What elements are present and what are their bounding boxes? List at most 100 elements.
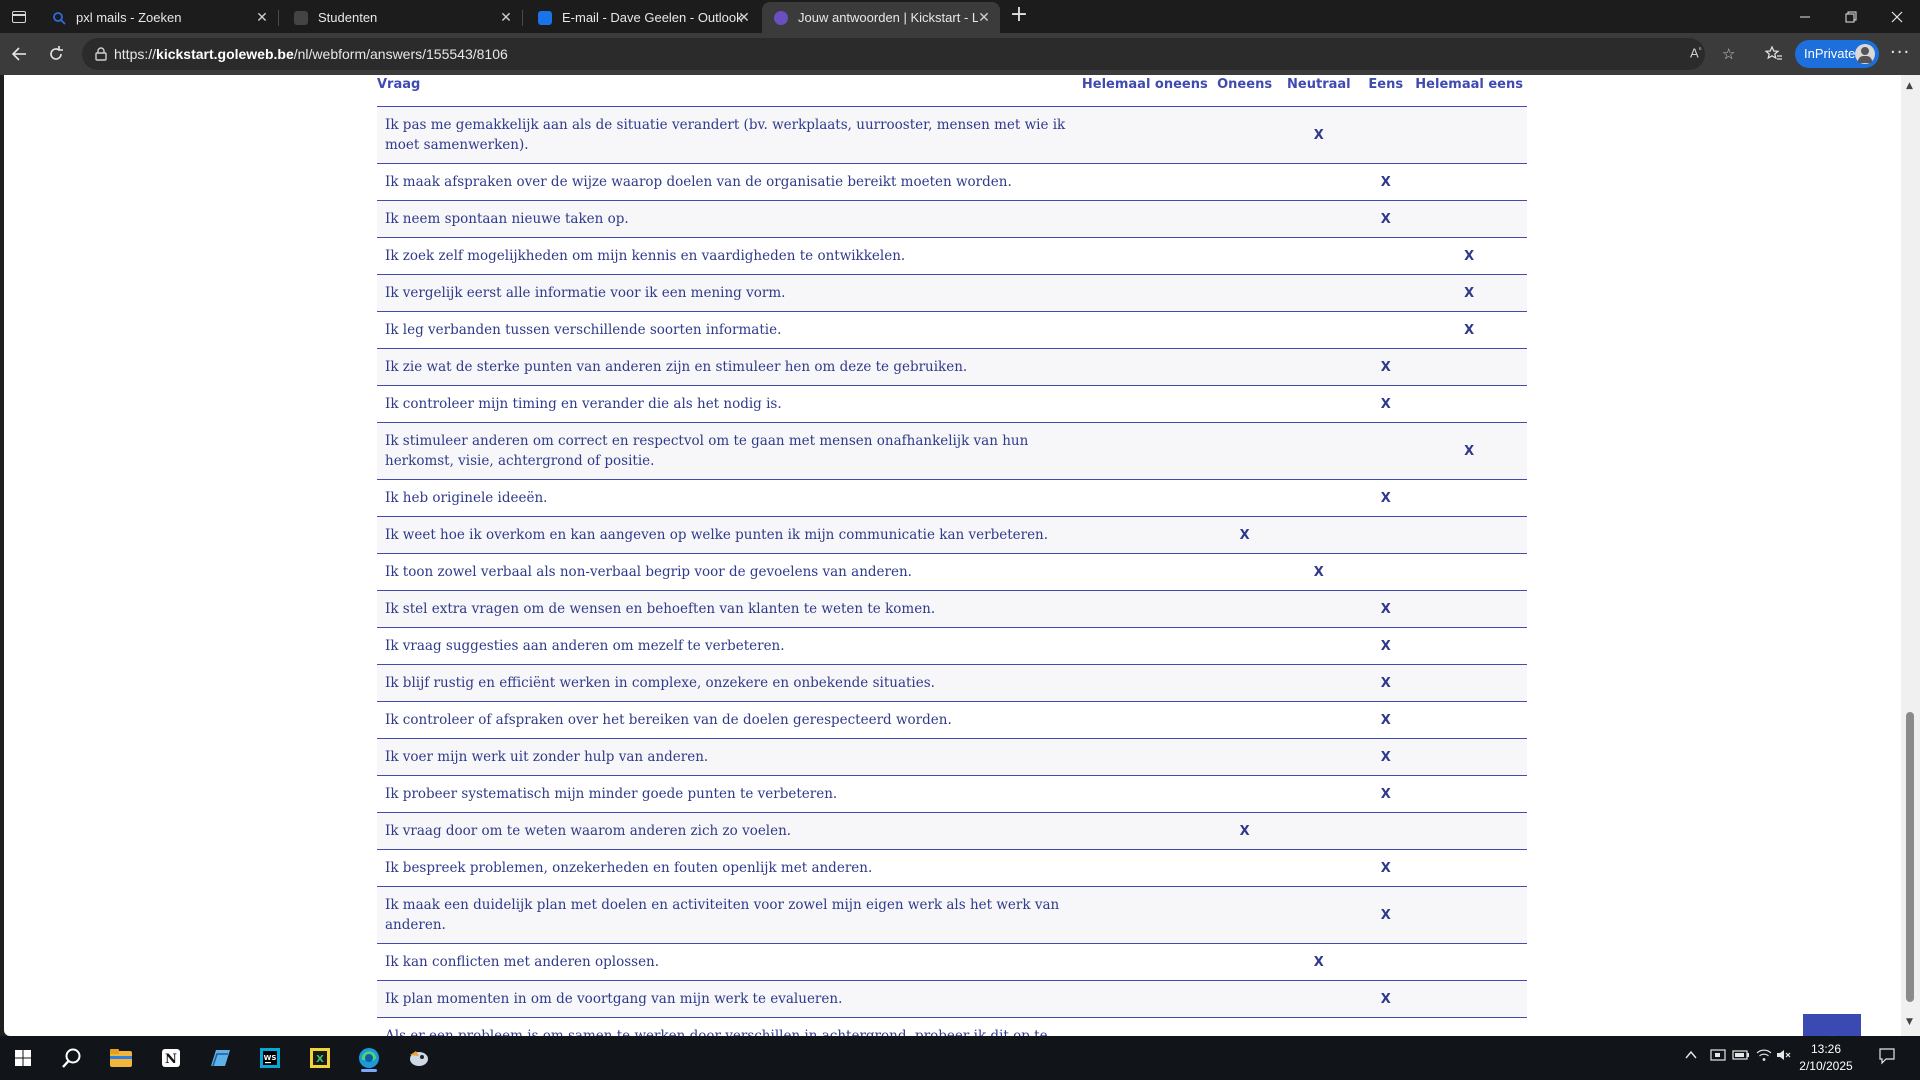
table-row: Ik voer mijn werk uit zonder hulp van an…	[377, 738, 1527, 776]
back-button[interactable]	[5, 40, 33, 68]
close-window-button[interactable]	[1874, 0, 1920, 33]
answer-cell: X	[1360, 627, 1412, 665]
notifications-icon[interactable]	[1878, 1047, 1896, 1069]
table-row: Ik controleer mijn timing en verander di…	[377, 385, 1527, 423]
table-row: Ik bespreek problemen, onzekerheden en f…	[377, 849, 1527, 887]
windows-taskbar: N WS X 13:26 2/10/2025	[0, 1036, 1920, 1080]
tray-display-icon[interactable]	[1710, 1048, 1726, 1068]
answer-cell	[1211, 664, 1278, 702]
page-scrollbar[interactable]: ▲ ▼	[1901, 75, 1920, 1036]
tab-pxl-mails[interactable]: pxl mails - Zoeken ✕	[40, 2, 279, 33]
answer-cell	[1277, 237, 1361, 275]
tab-studenten[interactable]: Studenten ✕	[282, 2, 523, 33]
tab-separator	[522, 10, 523, 26]
url-prefix: https://	[114, 46, 157, 62]
answer-cell	[1360, 422, 1412, 480]
answer-cell	[1360, 237, 1412, 275]
answer-cell	[1411, 886, 1527, 944]
answer-cell	[1211, 738, 1278, 776]
taskbar-app-bird[interactable]	[399, 1042, 439, 1074]
tab-label: Studenten	[318, 10, 378, 25]
lock-icon[interactable]	[94, 47, 108, 64]
table-row: Ik probeer systematisch mijn minder goed…	[377, 775, 1527, 813]
tray-battery-icon[interactable]	[1732, 1048, 1750, 1066]
header-eens: Eens	[1360, 75, 1412, 107]
new-tab-button[interactable]: +	[1009, 2, 1029, 27]
tray-volume-icon[interactable]	[1776, 1048, 1792, 1066]
answer-cell	[1077, 163, 1212, 201]
refresh-button[interactable]	[42, 40, 70, 68]
header-helemaal-oneens: Helemaal oneens	[1077, 75, 1212, 107]
table-row: Ik stel extra vragen om de wensen en beh…	[377, 590, 1527, 628]
table-row: Ik maak afspraken over de wijze waarop d…	[377, 163, 1527, 201]
answer-cell	[1077, 553, 1212, 591]
bird-app-icon	[410, 1051, 428, 1066]
scroll-down-icon[interactable]: ▼	[1906, 1017, 1913, 1027]
taskbar-notion[interactable]: N	[151, 1042, 191, 1074]
answer-cell	[1411, 627, 1527, 665]
favorite-star-icon[interactable]: ☆	[1722, 46, 1736, 63]
table-row: Ik maak een duidelijk plan met doelen en…	[377, 886, 1527, 944]
tab-kickstart[interactable]: Jouw antwoorden | Kickstart - Le ✕	[762, 2, 1000, 33]
read-aloud-icon[interactable]: Aⁿ	[1690, 45, 1702, 61]
tab-outlook[interactable]: E-mail - Dave Geelen - Outlook ✕	[526, 2, 760, 33]
answer-cell	[1211, 200, 1278, 238]
close-icon[interactable]: ✕	[256, 9, 268, 25]
table-row: Ik leg verbanden tussen verschillende so…	[377, 311, 1527, 349]
answer-cell	[1277, 516, 1361, 554]
taskbar-search-button[interactable]	[52, 1042, 92, 1074]
answer-cell	[1360, 812, 1412, 850]
start-button[interactable]	[3, 1042, 43, 1074]
answer-cell	[1277, 664, 1361, 702]
address-bar[interactable]: https://kickstart.goleweb.be/nl/webform/…	[82, 38, 1735, 70]
scrollbar-thumb[interactable]	[1906, 712, 1914, 1002]
question-text: Ik toon zowel verbaal als non-verbaal be…	[377, 553, 1078, 591]
answer-cell	[1411, 849, 1527, 887]
outlook-icon	[538, 11, 552, 25]
answer-cell	[1077, 106, 1212, 164]
answer-cell	[1411, 980, 1527, 1018]
taskbar-clock[interactable]: 13:26 2/10/2025	[1796, 1041, 1856, 1075]
back-to-top-button[interactable]	[1803, 1014, 1861, 1036]
tray-wifi-icon[interactable]	[1756, 1048, 1772, 1066]
close-icon[interactable]: ✕	[500, 9, 512, 25]
answer-cell	[1077, 385, 1212, 423]
answer-cell	[1411, 479, 1527, 517]
taskbar-webstorm[interactable]: WS	[250, 1042, 290, 1074]
clock-date: 2/10/2025	[1799, 1059, 1853, 1073]
svg-text:N: N	[165, 1052, 177, 1067]
favorites-button[interactable]	[1760, 40, 1788, 68]
search-icon	[52, 11, 66, 25]
answers-body: Ik pas me gemakkelijk aan als de situati…	[377, 106, 1527, 1036]
close-icon[interactable]: ✕	[978, 9, 990, 25]
answer-cell	[1211, 163, 1278, 201]
tray-chevron-up-icon[interactable]	[1684, 1048, 1698, 1066]
refresh-icon	[50, 46, 63, 60]
favorites-list-icon	[1765, 45, 1782, 60]
question-text: Ik controleer of afspraken over het bere…	[377, 701, 1078, 739]
taskbar-edge[interactable]	[349, 1042, 389, 1074]
more-menu-icon[interactable]: ···	[1890, 42, 1911, 63]
taskbar-app-blue[interactable]	[200, 1042, 240, 1074]
answer-cell	[1077, 422, 1212, 480]
answer-cell	[1360, 106, 1412, 164]
answer-cell	[1411, 775, 1527, 813]
taskbar-excel-app[interactable]: X	[300, 1042, 340, 1074]
minimize-button[interactable]	[1782, 0, 1828, 33]
answer-cell	[1077, 980, 1212, 1018]
answer-cell	[1277, 849, 1361, 887]
answer-cell: X	[1360, 849, 1412, 887]
restore-button[interactable]	[1828, 0, 1874, 33]
answer-cell	[1077, 627, 1212, 665]
taskbar-file-explorer[interactable]	[101, 1042, 141, 1074]
inprivate-button[interactable]: InPrivate	[1795, 40, 1879, 68]
url-text[interactable]: https://kickstart.goleweb.be/nl/webform/…	[114, 46, 508, 62]
answer-cell	[1277, 980, 1361, 1018]
scroll-up-icon[interactable]: ▲	[1906, 81, 1913, 91]
question-text: Ik zoek zelf mogelijkheden om mijn kenni…	[377, 237, 1078, 275]
close-icon[interactable]: ✕	[738, 9, 750, 25]
table-row: Ik plan momenten in om de voortgang van …	[377, 980, 1527, 1018]
tab-actions-icon[interactable]	[6, 4, 32, 30]
answer-cell	[1411, 943, 1527, 981]
spreadsheet-icon: X	[310, 1048, 330, 1068]
